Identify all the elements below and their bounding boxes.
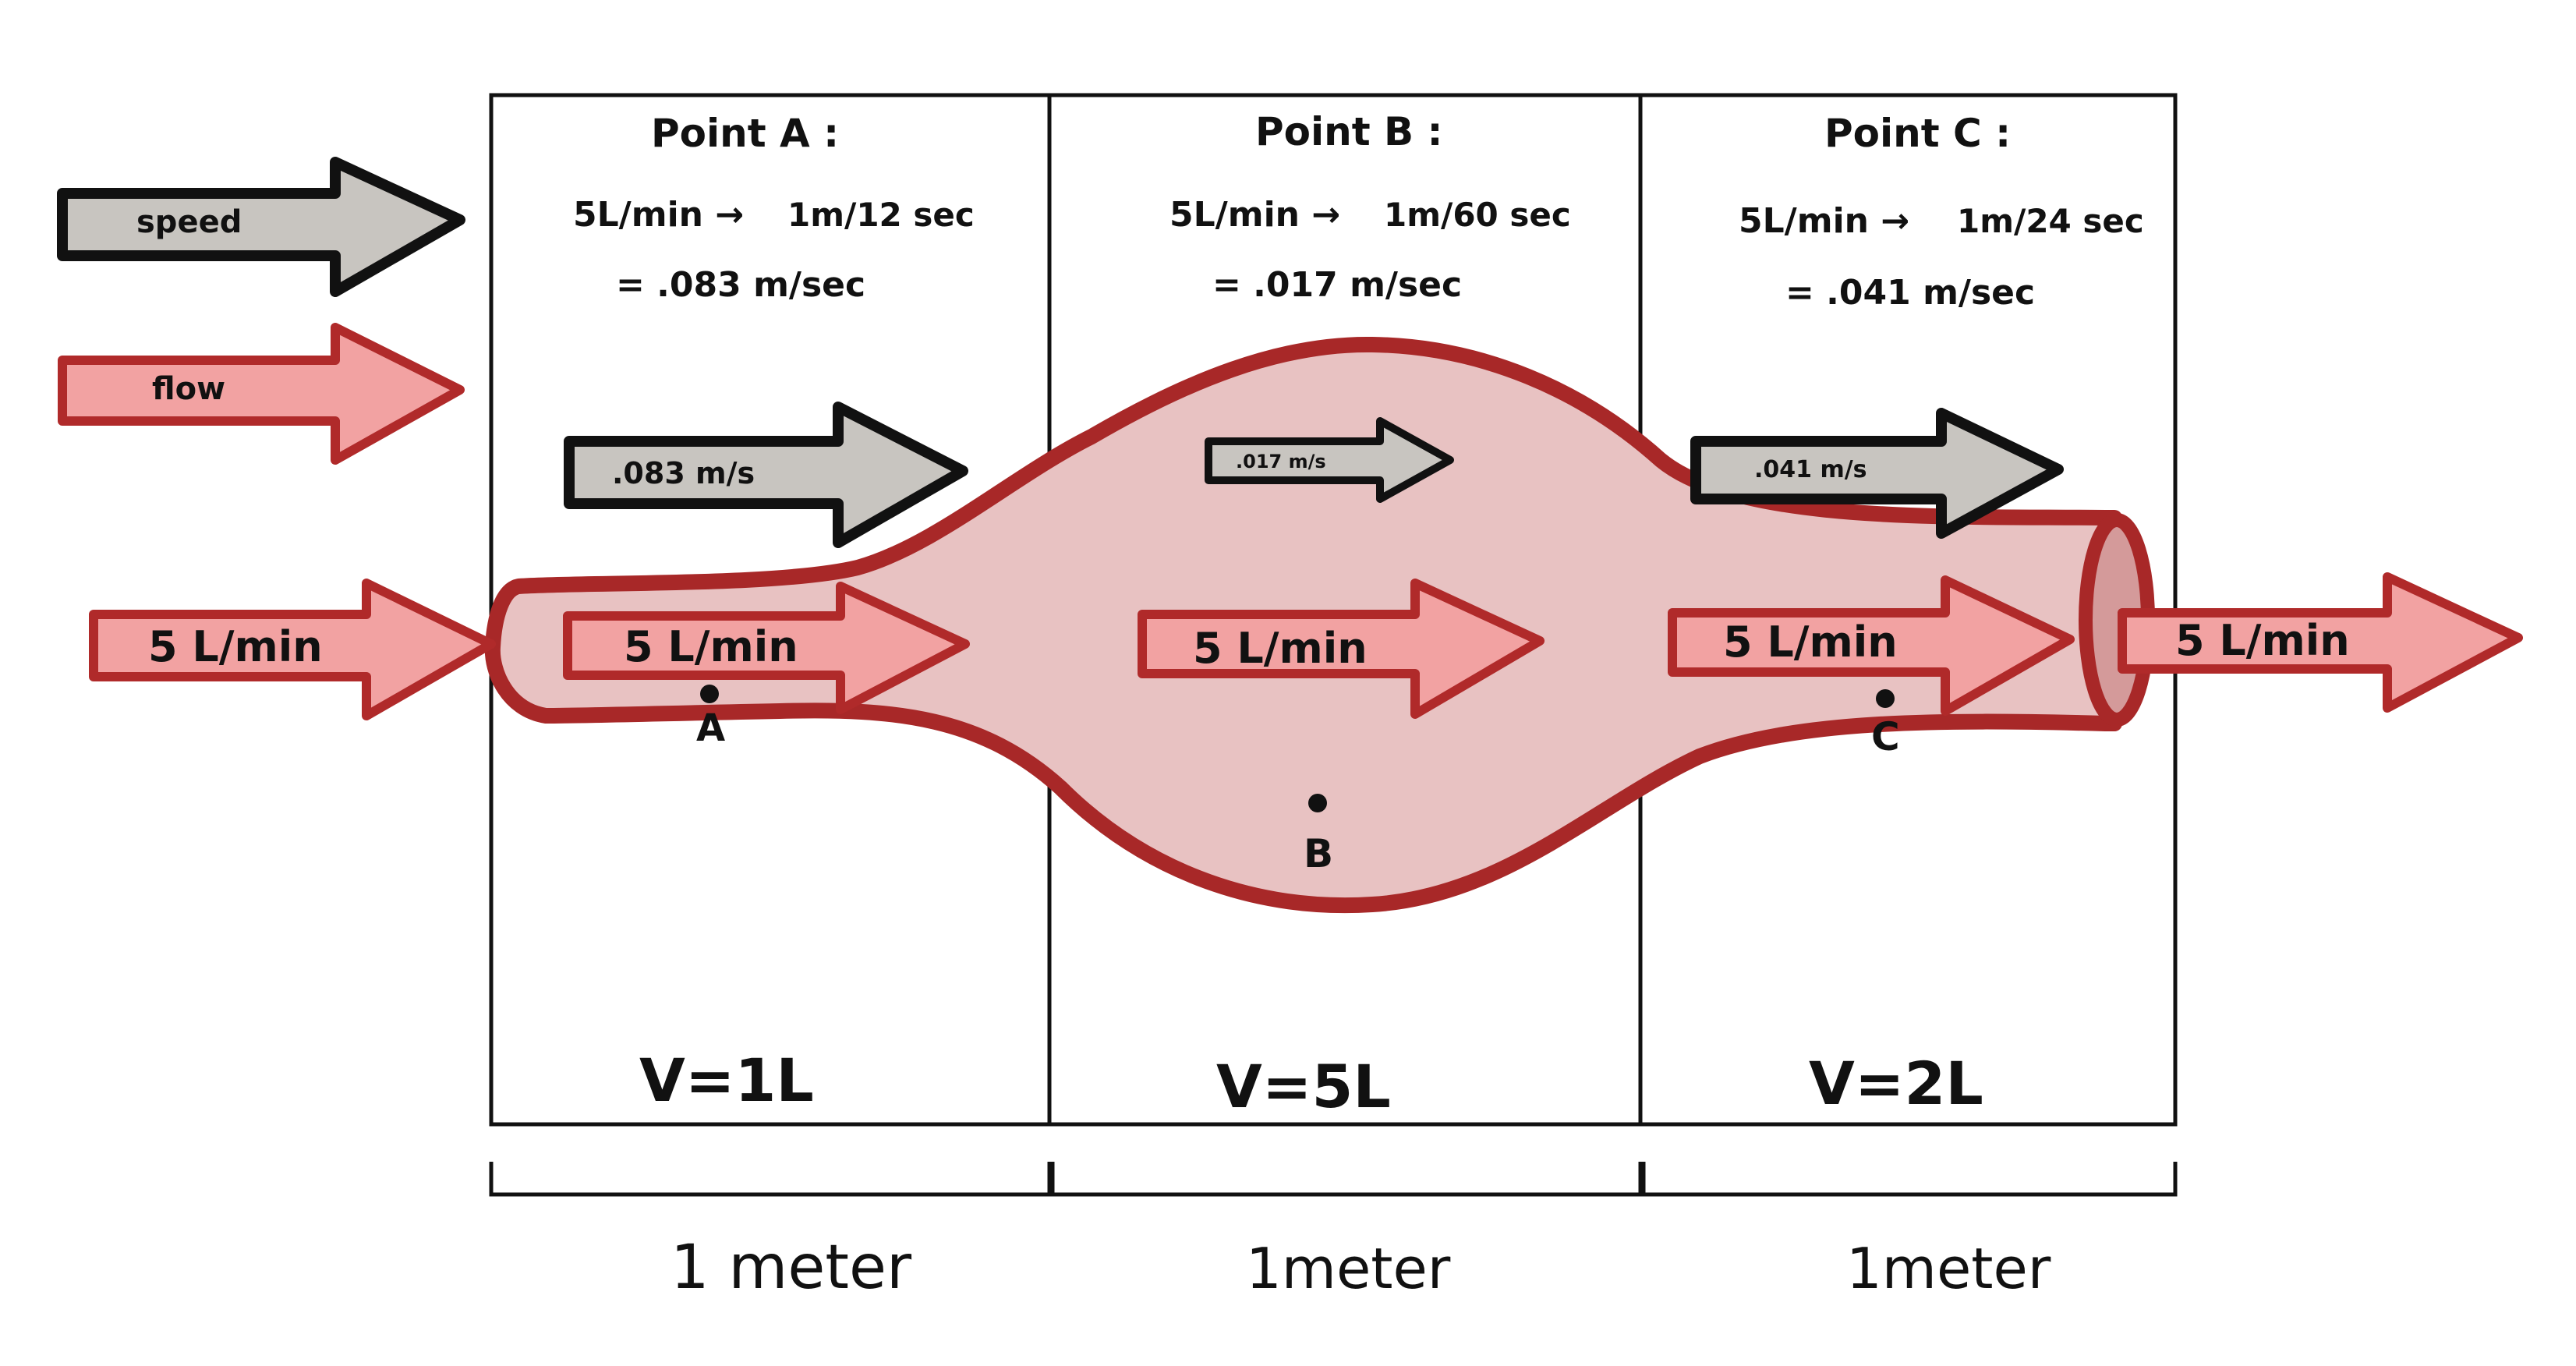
legend-speed-arrow xyxy=(57,157,465,297)
point-c-flow-label: 5 L/min xyxy=(1723,618,1898,667)
point-a-formula-rhs: 1m/12 sec xyxy=(787,196,975,234)
point-a-title: Point A : xyxy=(651,111,839,156)
point-c-flow-arrow xyxy=(1668,575,2075,716)
length-label-c: 1meter xyxy=(1846,1236,2051,1301)
point-b-formula-rhs: 1m/60 sec xyxy=(1384,196,1571,234)
inflow-label: 5 L/min xyxy=(148,622,323,671)
point-c-marker: C xyxy=(1871,714,1900,759)
point-a-flow-label: 5 L/min xyxy=(624,622,798,671)
point-c-result: = .041 m/sec xyxy=(1785,273,2035,313)
legend-speed-label: speed xyxy=(136,204,242,240)
point-b-speed-label: .017 m/s xyxy=(1236,451,1326,472)
point-b-result: = .017 m/sec xyxy=(1212,265,1462,305)
point-a-formula-lhs: 5L/min → xyxy=(573,195,744,235)
point-a-flow-arrow xyxy=(563,582,970,714)
point-b-formula-lhs: 5L/min → xyxy=(1169,195,1340,235)
point-b-marker: B xyxy=(1304,831,1333,876)
length-bracket-c xyxy=(1641,1162,2178,1197)
length-bracket-a xyxy=(489,1162,1052,1197)
point-c-dot xyxy=(1876,689,1895,708)
length-label-a: 1 meter xyxy=(671,1233,912,1303)
point-b-volume: V=5L xyxy=(1216,1052,1391,1121)
point-a-result: = .083 m/sec xyxy=(616,265,865,305)
point-a-dot xyxy=(700,685,719,703)
inflow-arrow xyxy=(89,579,496,720)
point-c-speed-arrow xyxy=(1690,408,2064,539)
point-b-speed-arrow xyxy=(1205,417,1454,503)
length-label-b: 1meter xyxy=(1246,1236,1451,1301)
length-bracket-b xyxy=(1050,1162,1643,1197)
point-a-volume: V=1L xyxy=(639,1046,814,1115)
point-c-volume: V=2L xyxy=(1809,1049,1983,1118)
point-b-flow-arrow xyxy=(1138,579,1545,719)
point-b-flow-label: 5 L/min xyxy=(1193,624,1368,673)
point-a-marker: A xyxy=(696,706,725,750)
outflow-label: 5 L/min xyxy=(2175,616,2350,665)
point-c-speed-label: .041 m/s xyxy=(1754,456,1867,483)
point-c-title: Point C : xyxy=(1824,111,2011,156)
legend-flow-label: flow xyxy=(152,371,225,407)
point-b-dot xyxy=(1308,794,1327,812)
point-c-formula-rhs: 1m/24 sec xyxy=(1957,202,2144,240)
outflow-arrow xyxy=(2118,572,2523,713)
point-a-speed-arrow xyxy=(564,402,968,548)
point-b-title: Point B : xyxy=(1255,109,1443,154)
point-c-formula-lhs: 5L/min → xyxy=(1739,201,1909,241)
legend-flow-arrow xyxy=(58,323,465,465)
point-a-speed-label: .083 m/s xyxy=(612,456,755,490)
